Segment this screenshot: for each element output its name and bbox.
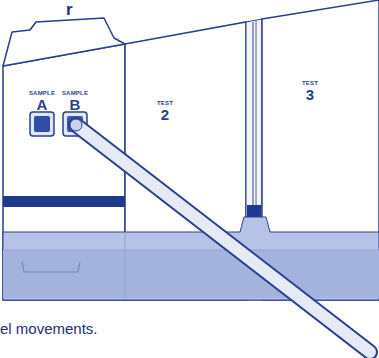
base-cutout <box>22 262 80 272</box>
part-letter: 2 <box>140 107 190 122</box>
applicator-tip <box>70 119 82 131</box>
perforation <box>253 22 254 205</box>
sample-smear <box>34 116 50 132</box>
part-letter: A <box>22 97 62 112</box>
part-letter: 3 <box>285 87 335 102</box>
instruction-text: el movements. <box>0 320 98 337</box>
part-letter: B <box>55 97 95 112</box>
test-panel: TEST2 <box>140 100 190 122</box>
card-base <box>3 217 379 300</box>
part-heading: SAMPLE <box>55 90 95 96</box>
part-heading: TEST <box>285 80 335 86</box>
sample-window-frame <box>30 112 54 136</box>
sample-window: SAMPLEB <box>55 90 95 112</box>
card-base-lower <box>3 250 379 298</box>
perforation <box>256 21 257 205</box>
fold-tab <box>247 205 261 217</box>
test-panel: TEST3 <box>285 80 335 102</box>
card-flap <box>3 18 125 66</box>
sample-window: SAMPLEA <box>22 90 62 112</box>
fold-line <box>3 250 379 251</box>
part-heading: SAMPLE <box>22 90 62 96</box>
applicator-stick <box>76 125 370 352</box>
heading-fragment: r <box>66 0 73 20</box>
color-band <box>3 196 125 207</box>
part-heading: TEST <box>140 100 190 106</box>
flap-tab <box>30 22 36 30</box>
applicator-stick-fill <box>76 125 370 352</box>
panel-divider <box>125 232 126 300</box>
